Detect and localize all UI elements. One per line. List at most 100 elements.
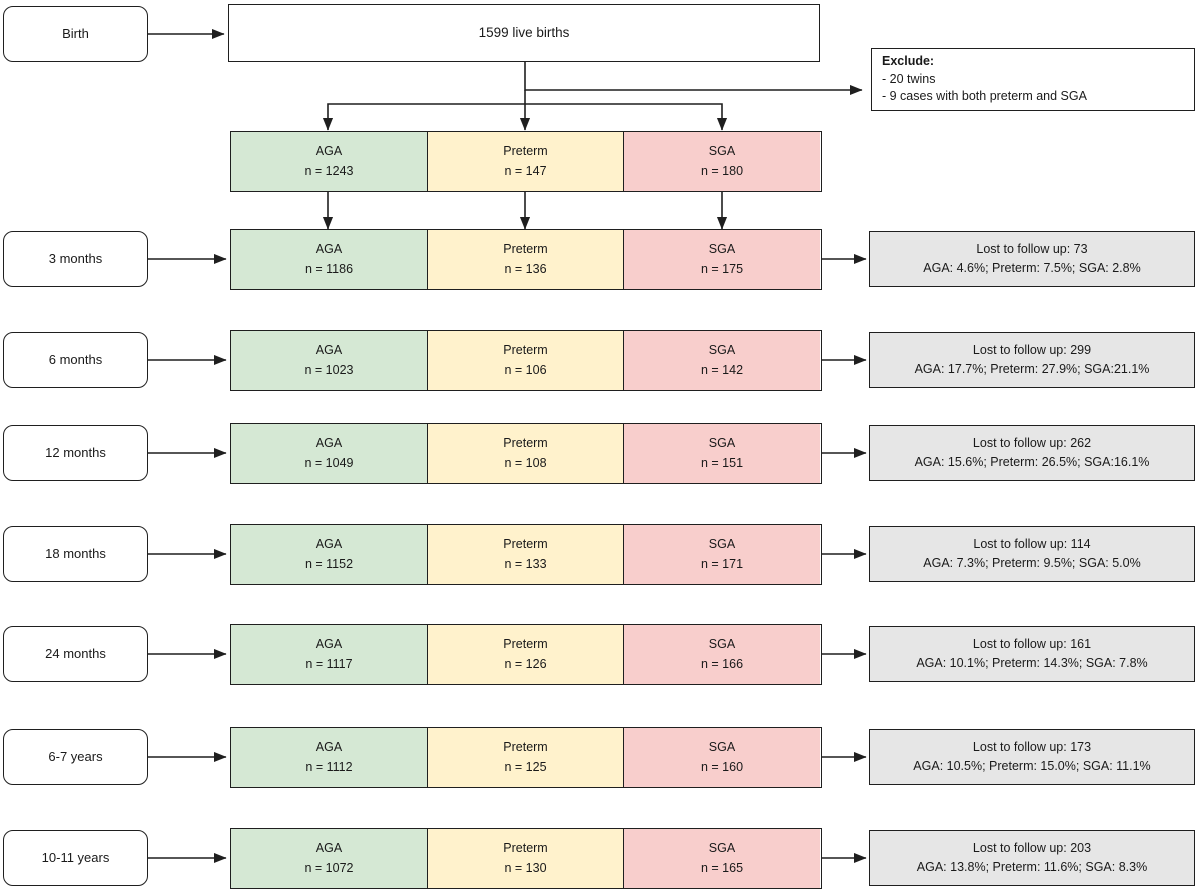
- stage-label-1[interactable]: 3 months: [3, 231, 148, 287]
- group-name-preterm: Preterm: [503, 740, 548, 755]
- cohort-cell-sga-3[interactable]: SGA n = 151: [624, 424, 820, 483]
- cohort-cell-preterm-baseline[interactable]: Preterm n = 147: [428, 132, 624, 191]
- lost-percent-text: AGA: 17.7%; Preterm: 27.9%; SGA:21.1%: [914, 362, 1150, 376]
- lost-count-text: Lost to follow up: 114: [973, 537, 1091, 552]
- group-name-aga: AGA: [315, 144, 343, 159]
- lost-count-text: Lost to follow up: 161: [972, 637, 1092, 652]
- group-count-sga: n = 165: [700, 860, 744, 875]
- cohort-cell-preterm-4[interactable]: Preterm n = 133: [428, 525, 624, 584]
- group-name-aga: AGA: [315, 537, 343, 552]
- group-count-preterm: n = 108: [504, 455, 547, 470]
- stage-label-text: 18 months: [45, 545, 106, 561]
- lost-count-text: Lost to follow up: 173: [972, 740, 1092, 755]
- group-name-sga: SGA: [708, 537, 736, 552]
- group-count-preterm: n = 136: [504, 261, 547, 276]
- cohort-cell-preterm-1[interactable]: Preterm n = 136: [428, 230, 624, 289]
- group-name-preterm: Preterm: [503, 242, 548, 257]
- stage-label-7[interactable]: 10-11 years: [3, 830, 148, 886]
- edge-total-to-exclude: [524, 62, 863, 96]
- stage-label-text: 12 months: [45, 444, 106, 460]
- group-name-preterm: Preterm: [503, 436, 548, 451]
- exclude-title: Exclude:: [882, 53, 935, 68]
- group-count-sga: n = 171: [700, 556, 744, 571]
- group-count-aga: n = 1072: [304, 860, 354, 875]
- stage-label-5[interactable]: 24 months: [3, 626, 148, 682]
- stage-label-birth[interactable]: Birth: [3, 6, 148, 62]
- group-name-sga: SGA: [708, 841, 736, 856]
- total-births-box[interactable]: 1599 live births: [228, 4, 820, 62]
- exclude-line-twins: - 20 twins: [882, 71, 936, 86]
- stage-label-6[interactable]: 6-7 years: [3, 729, 148, 785]
- cohort-row-baseline: AGA n = 1243 Preterm n = 147 SGA n = 180: [230, 131, 822, 192]
- cohort-cell-aga-7[interactable]: AGA n = 1072: [231, 829, 428, 888]
- group-count-sga: n = 160: [700, 759, 744, 774]
- stage-label-3[interactable]: 12 months: [3, 425, 148, 481]
- cohort-cell-preterm-3[interactable]: Preterm n = 108: [428, 424, 624, 483]
- total-births-text: 1599 live births: [478, 25, 570, 41]
- group-name-aga: AGA: [315, 436, 343, 451]
- group-count-sga: n = 180: [700, 163, 744, 178]
- cohort-cell-sga-1[interactable]: SGA n = 175: [624, 230, 820, 289]
- group-name-preterm: Preterm: [503, 537, 548, 552]
- exclude-box[interactable]: Exclude: - 20 twins - 9 cases with both …: [871, 48, 1195, 111]
- lost-percent-text: AGA: 7.3%; Preterm: 9.5%; SGA: 5.0%: [923, 556, 1141, 570]
- cohort-cell-sga-baseline[interactable]: SGA n = 180: [624, 132, 820, 191]
- group-count-aga: n = 1186: [304, 261, 354, 276]
- group-name-sga: SGA: [708, 343, 736, 358]
- lost-count-text: Lost to follow up: 299: [972, 343, 1092, 358]
- lost-percent-text: AGA: 10.5%; Preterm: 15.0%; SGA: 11.1%: [913, 759, 1151, 773]
- group-count-preterm: n = 147: [504, 163, 547, 178]
- stage-label-text: 10-11 years: [41, 849, 110, 865]
- stage-label-birth-text: Birth: [62, 25, 89, 41]
- group-count-sga: n = 151: [700, 455, 744, 470]
- cohort-cell-sga-7[interactable]: SGA n = 165: [624, 829, 820, 888]
- stage-label-2[interactable]: 6 months: [3, 332, 148, 388]
- cohort-cell-sga-4[interactable]: SGA n = 171: [624, 525, 820, 584]
- stage-label-4[interactable]: 18 months: [3, 526, 148, 582]
- edge-total-to-aga: [322, 103, 525, 131]
- group-count-aga: n = 1023: [304, 362, 354, 377]
- stage-label-text: 6 months: [48, 351, 103, 367]
- group-count-preterm: n = 133: [504, 556, 547, 571]
- cohort-cell-aga-baseline[interactable]: AGA n = 1243: [231, 132, 428, 191]
- group-count-sga: n = 175: [700, 261, 744, 276]
- group-name-aga: AGA: [315, 740, 343, 755]
- group-count-sga: n = 166: [700, 656, 744, 671]
- lost-percent-text: AGA: 10.1%; Preterm: 14.3%; SGA: 7.8%: [916, 656, 1148, 670]
- group-count-preterm: n = 106: [504, 362, 547, 377]
- group-count-aga: n = 1243: [304, 163, 354, 178]
- group-name-preterm: Preterm: [503, 144, 548, 159]
- group-name-aga: AGA: [315, 841, 343, 856]
- lost-percent-text: AGA: 15.6%; Preterm: 26.5%; SGA:16.1%: [914, 455, 1150, 469]
- group-count-preterm: n = 130: [504, 860, 547, 875]
- group-name-sga: SGA: [708, 436, 736, 451]
- group-name-sga: SGA: [708, 242, 736, 257]
